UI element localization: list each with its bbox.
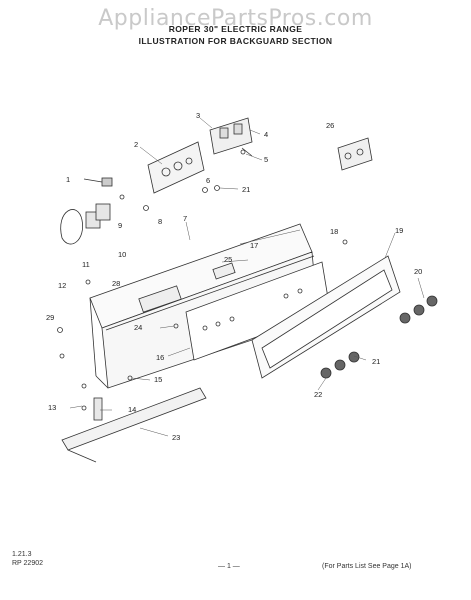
callout-5: 5 <box>264 155 268 164</box>
footer-page-number: — 1 — <box>218 563 240 570</box>
callout-22: 22 <box>314 390 322 399</box>
callout-21-upper: 21 <box>242 185 250 194</box>
callout-18: 18 <box>330 227 338 236</box>
leader-lines <box>69 117 425 437</box>
callout-15: 15 <box>154 375 162 384</box>
diagram-title: ROPER 30" ELECTRIC RANGE <box>168 24 303 34</box>
callout-17: 17 <box>250 241 258 250</box>
callout-21-lower: 21 <box>372 357 380 366</box>
part-wire-harness <box>60 203 111 245</box>
footer-code-1: 1.21.3 <box>12 551 32 558</box>
callout-28: 28 <box>112 279 120 288</box>
watermark: AppliancePartsPros.com <box>98 6 373 31</box>
callout-24: 24 <box>134 323 142 332</box>
footer-code-2: RP 22902 <box>12 560 44 567</box>
callout-14: 14 <box>128 405 136 414</box>
diagram-subtitle: ILLUSTRATION FOR BACKGUARD SECTION <box>138 36 333 46</box>
part-mounting-bracket <box>61 387 207 463</box>
callout-25: 25 <box>224 255 232 264</box>
callout-2: 2 <box>134 140 138 149</box>
callout-4: 4 <box>264 130 268 139</box>
part-infinite-switch <box>337 137 373 171</box>
callout-10: 10 <box>118 250 126 259</box>
part-window-frame <box>251 255 401 379</box>
callout-20: 20 <box>414 267 422 276</box>
callout-8: 8 <box>158 217 162 226</box>
callout-1: 1 <box>66 175 70 184</box>
callout-9: 9 <box>118 221 122 230</box>
callout-labels: 1 2 3 4 5 6 7 8 9 10 11 12 13 14 15 16 1… <box>46 111 422 442</box>
part-terminal <box>83 177 113 187</box>
part-clock-plate <box>147 141 205 194</box>
part-control-knobs <box>320 295 438 379</box>
callout-29: 29 <box>46 313 54 322</box>
callout-12: 12 <box>58 281 66 290</box>
callout-16: 16 <box>156 353 164 362</box>
callout-19: 19 <box>395 226 403 235</box>
callout-13: 13 <box>48 403 56 412</box>
callout-26: 26 <box>326 121 334 130</box>
callout-23: 23 <box>172 433 180 442</box>
part-switch-assembly <box>209 117 253 157</box>
callout-11: 11 <box>82 260 90 269</box>
callout-7: 7 <box>183 214 187 223</box>
footer-parts-list-note: (For Parts List See Page 1A) <box>322 563 412 570</box>
callout-3: 3 <box>196 111 200 120</box>
callout-6: 6 <box>206 176 210 185</box>
